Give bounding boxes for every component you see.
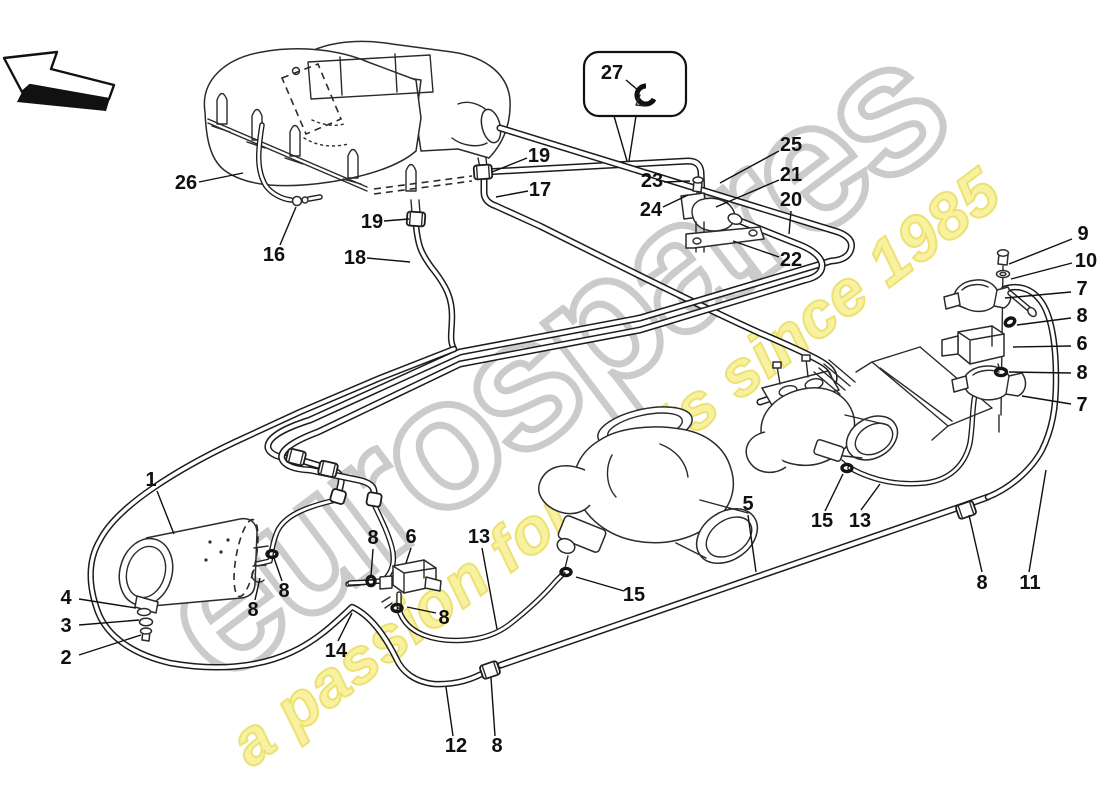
callout-leader-15 xyxy=(575,576,625,592)
callout-6: 6 xyxy=(1076,333,1087,355)
callout-7: 7 xyxy=(1076,394,1087,416)
callout-8: 8 xyxy=(1076,305,1087,327)
callout-27: 27 xyxy=(601,62,623,84)
callout-leader-6 xyxy=(1012,345,1072,348)
callout-leader-9 xyxy=(1008,238,1073,265)
callout-16: 16 xyxy=(263,244,285,266)
callout-leader-25 xyxy=(719,150,780,184)
callout-leader-24 xyxy=(662,194,689,208)
callout-leader-19 xyxy=(383,218,410,222)
pipes xyxy=(87,122,1060,688)
callout-leader-7 xyxy=(1004,291,1072,299)
callout-8: 8 xyxy=(1076,362,1087,384)
throttle-body-left xyxy=(538,406,759,569)
callout-6: 6 xyxy=(405,526,416,548)
intake-plenum xyxy=(203,40,511,214)
callout-leader-15 xyxy=(824,473,844,512)
callout-8: 8 xyxy=(976,572,987,594)
callout-leader-11 xyxy=(1028,469,1047,573)
callout-leader-8 xyxy=(406,606,437,614)
callout-leader-2 xyxy=(78,634,142,656)
chassis-frame xyxy=(855,346,993,441)
callout-leader-26 xyxy=(198,172,244,183)
callout-leader-19 xyxy=(491,157,528,173)
callout-1: 1 xyxy=(145,469,156,491)
solenoid-valve-center xyxy=(347,559,442,609)
callout-8: 8 xyxy=(367,527,378,549)
callout-23: 23 xyxy=(641,170,663,192)
callout-leader-10 xyxy=(1010,262,1073,280)
callout-leader-8 xyxy=(490,677,496,737)
callout-leader-27 xyxy=(625,79,640,92)
callout-leader-14 xyxy=(337,612,353,642)
throttle-body-right xyxy=(745,354,899,473)
callout-leader-22 xyxy=(732,240,780,258)
callout-leader-12 xyxy=(445,686,454,737)
callout-8: 8 xyxy=(278,580,289,602)
callout-leader-5 xyxy=(747,514,757,573)
pneumatic-actuator-tank xyxy=(118,517,269,642)
callout-leader-20 xyxy=(788,210,792,235)
callout-26: 26 xyxy=(175,172,197,194)
callout-10: 10 xyxy=(1075,250,1097,272)
callout-leader-6 xyxy=(405,547,412,564)
callout-leader-8 xyxy=(273,557,283,582)
callout-8: 8 xyxy=(491,735,502,757)
callout-leader-7 xyxy=(1021,395,1072,405)
callout-leader-8 xyxy=(1008,371,1072,374)
callout-leader-21 xyxy=(715,179,780,208)
inset-box-27 xyxy=(582,50,688,162)
callout-layer: 1234566778888888891011121313141515161718… xyxy=(60,62,1097,757)
callout-12: 12 xyxy=(445,735,467,757)
callout-20: 20 xyxy=(780,189,802,211)
callout-2: 2 xyxy=(60,647,71,669)
callout-9: 9 xyxy=(1077,223,1088,245)
callout-leader-1 xyxy=(156,490,175,535)
callout-leader-4 xyxy=(78,598,137,609)
callout-leader-18 xyxy=(366,257,411,263)
callout-leader-23 xyxy=(663,180,691,183)
callout-leader-8 xyxy=(370,548,374,577)
valve-assembly-right xyxy=(941,249,1037,433)
callout-17: 17 xyxy=(529,179,551,201)
callout-7: 7 xyxy=(1076,278,1087,300)
callout-15: 15 xyxy=(811,510,833,532)
direction-arrow-icon xyxy=(2,50,116,111)
callout-leader-8 xyxy=(1016,317,1072,326)
callout-leader-16 xyxy=(279,206,297,246)
callout-19: 19 xyxy=(528,145,550,167)
callout-leader-8 xyxy=(968,514,983,573)
callout-15: 15 xyxy=(623,584,645,606)
callout-25: 25 xyxy=(780,134,802,156)
callout-leader-13 xyxy=(860,483,881,511)
callout-leader-13 xyxy=(481,547,498,630)
callout-4: 4 xyxy=(60,587,72,609)
callout-8: 8 xyxy=(438,607,449,629)
valve-assembly-top xyxy=(680,176,765,253)
callout-leader-8 xyxy=(254,577,261,601)
callout-19: 19 xyxy=(361,211,383,233)
callout-3: 3 xyxy=(60,615,71,637)
callout-13: 13 xyxy=(849,510,871,532)
callout-18: 18 xyxy=(344,247,366,269)
callout-13: 13 xyxy=(468,526,490,548)
callout-22: 22 xyxy=(780,249,802,271)
callout-14: 14 xyxy=(325,640,348,662)
fittings xyxy=(265,163,1017,680)
callout-5: 5 xyxy=(742,493,753,515)
callout-11: 11 xyxy=(1019,572,1040,594)
callout-leader-17 xyxy=(495,190,529,198)
callout-21: 21 xyxy=(780,164,802,186)
callout-8: 8 xyxy=(247,599,258,621)
callout-24: 24 xyxy=(640,199,663,221)
callout-leader-3 xyxy=(78,619,140,626)
